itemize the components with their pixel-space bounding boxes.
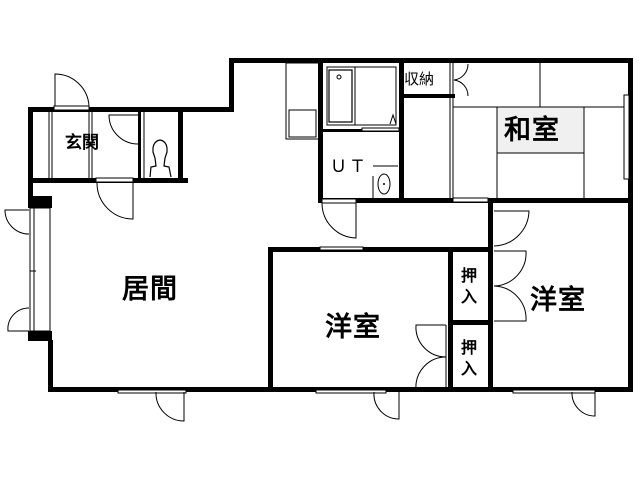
living-bottom-door xyxy=(117,389,187,422)
storage-area xyxy=(401,63,469,198)
toilet-door-arc xyxy=(108,114,139,145)
door-swing-arc xyxy=(7,307,30,332)
toilet-icon xyxy=(149,139,172,178)
western-room-center xyxy=(268,246,493,420)
kitchen xyxy=(285,62,320,140)
room-label-western-room-center: 洋室 xyxy=(325,312,381,343)
room-label-closet-lower: 押入 xyxy=(460,338,477,378)
washbasin-icon xyxy=(377,173,391,195)
room-label-washroom: ＵＴ xyxy=(330,157,368,177)
ut-door-arc xyxy=(321,202,357,239)
door-swing-arc xyxy=(4,209,30,235)
room-label-japanese-room: 和室 xyxy=(504,115,560,146)
entrance-block xyxy=(28,73,188,220)
japanese-room xyxy=(452,63,633,203)
room-label-entrance: 玄関 xyxy=(65,133,99,153)
living-left-window xyxy=(29,207,51,332)
living-door-arc xyxy=(96,182,134,220)
entrance-door-arc xyxy=(54,73,90,107)
room-label-western-room-right: 洋室 xyxy=(530,285,586,316)
bath-core xyxy=(318,60,493,239)
room-label-closet-upper: 押入 xyxy=(460,266,477,306)
room-label-living: 居間 xyxy=(122,274,178,305)
room-label-storage: 収納 xyxy=(404,70,435,88)
western-room-right xyxy=(489,205,596,417)
